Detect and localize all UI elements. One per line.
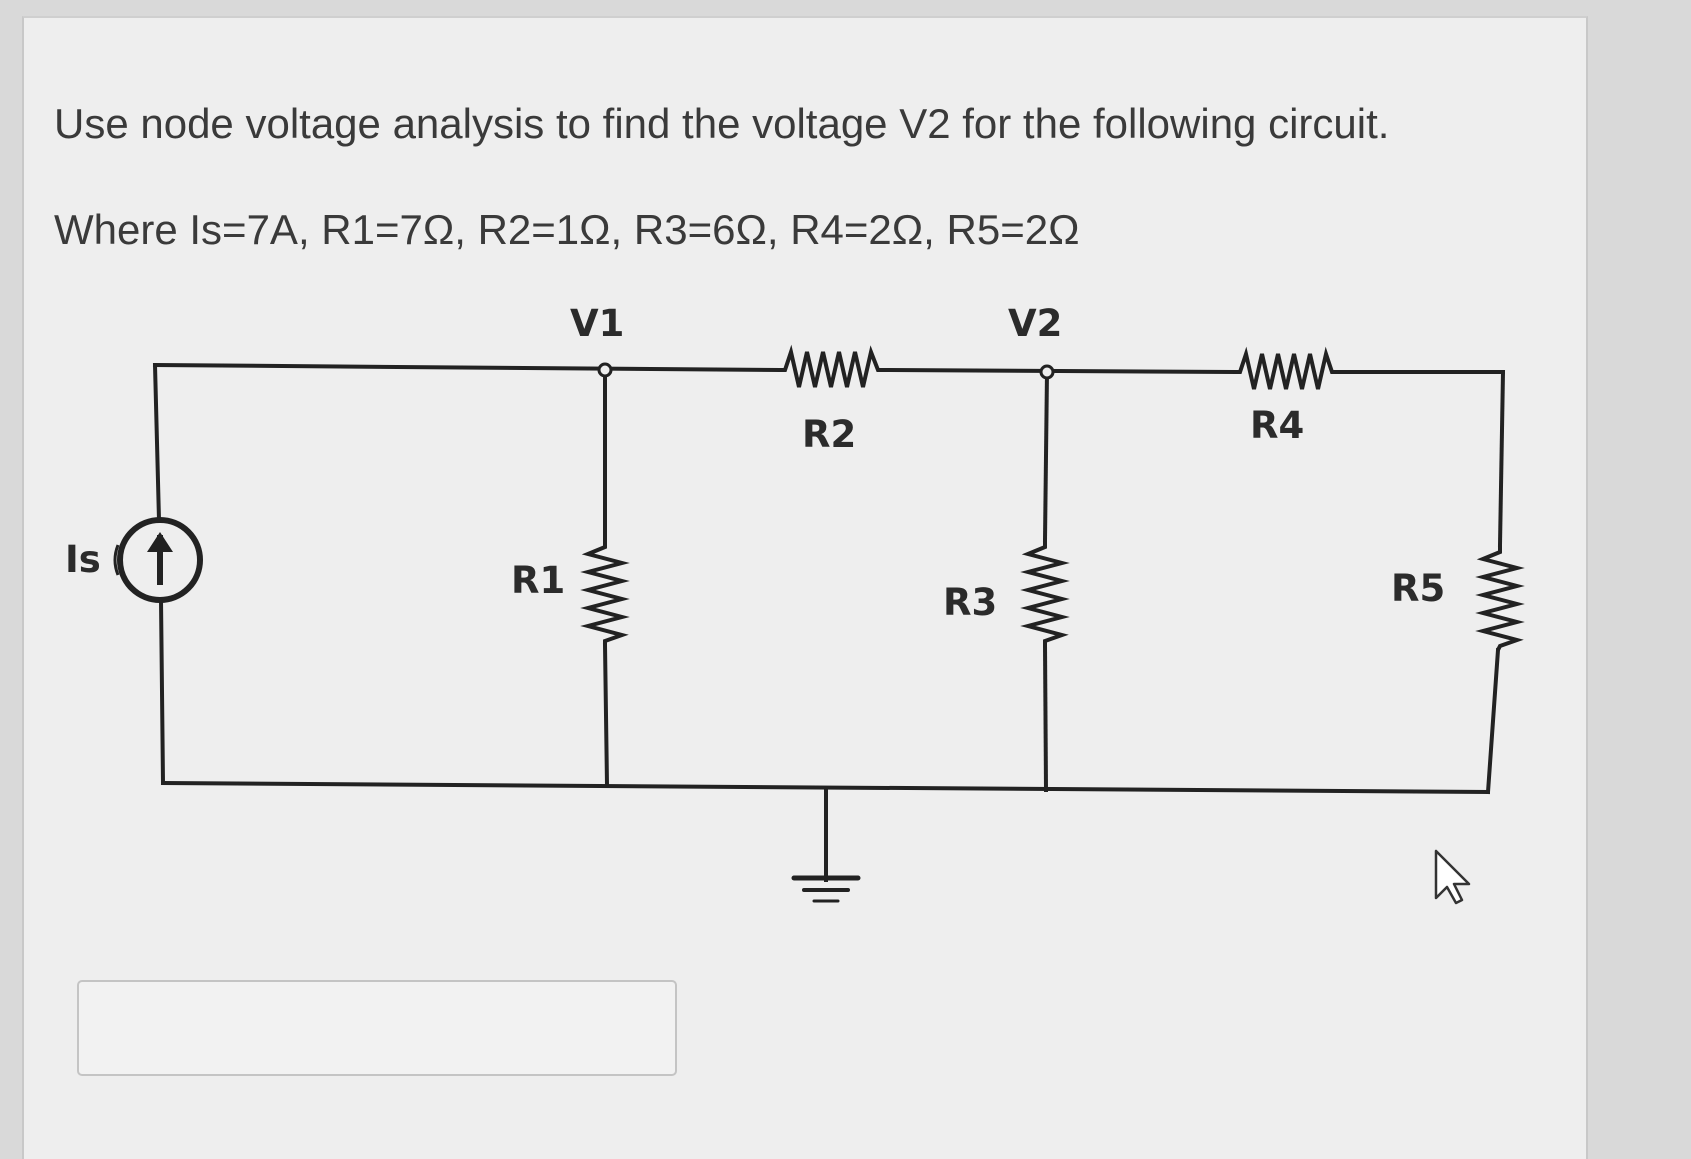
node-label-v1: V1 (570, 302, 624, 345)
top-wire-middle (880, 367, 1236, 375)
label-r3: R3 (943, 581, 997, 624)
r3-wire-bottom (1042, 642, 1049, 793)
label-r2: R2 (802, 413, 856, 456)
r4-resistor (1233, 346, 1335, 390)
question-given-values: Where Is=7A, R1=7Ω, R2=1Ω, R3=6Ω, R4=2Ω,… (54, 206, 1080, 253)
node-label-v2: V2 (1008, 302, 1062, 345)
r1-wire-bottom (602, 642, 610, 788)
node-v2-dot (1039, 364, 1055, 380)
node-v1-dot (597, 362, 613, 378)
r5-resistor (1475, 545, 1525, 651)
mouse-pointer-icon (1434, 849, 1471, 905)
question-panel (22, 16, 1588, 1159)
r2-resistor (778, 344, 883, 388)
current-source-icon (113, 517, 203, 603)
r3-resistor (1020, 540, 1070, 645)
source-wire-bottom (158, 597, 166, 786)
label-r4: R4 (1250, 404, 1304, 447)
answer-input[interactable] (77, 980, 677, 1076)
top-wire-left (152, 362, 781, 373)
r5-wire-top (1497, 369, 1506, 548)
label-is: Is (65, 538, 101, 581)
bottom-wire (160, 780, 1491, 795)
label-r5: R5 (1391, 567, 1445, 610)
r1-resistor (580, 540, 630, 645)
r3-wire-top (1042, 369, 1050, 543)
ground-icon (791, 875, 861, 903)
source-wire-top (152, 362, 162, 523)
label-r1: R1 (511, 559, 565, 602)
r5-wire-bottom (1485, 647, 1501, 795)
question-prompt: Use node voltage analysis to find the vo… (54, 100, 1390, 147)
